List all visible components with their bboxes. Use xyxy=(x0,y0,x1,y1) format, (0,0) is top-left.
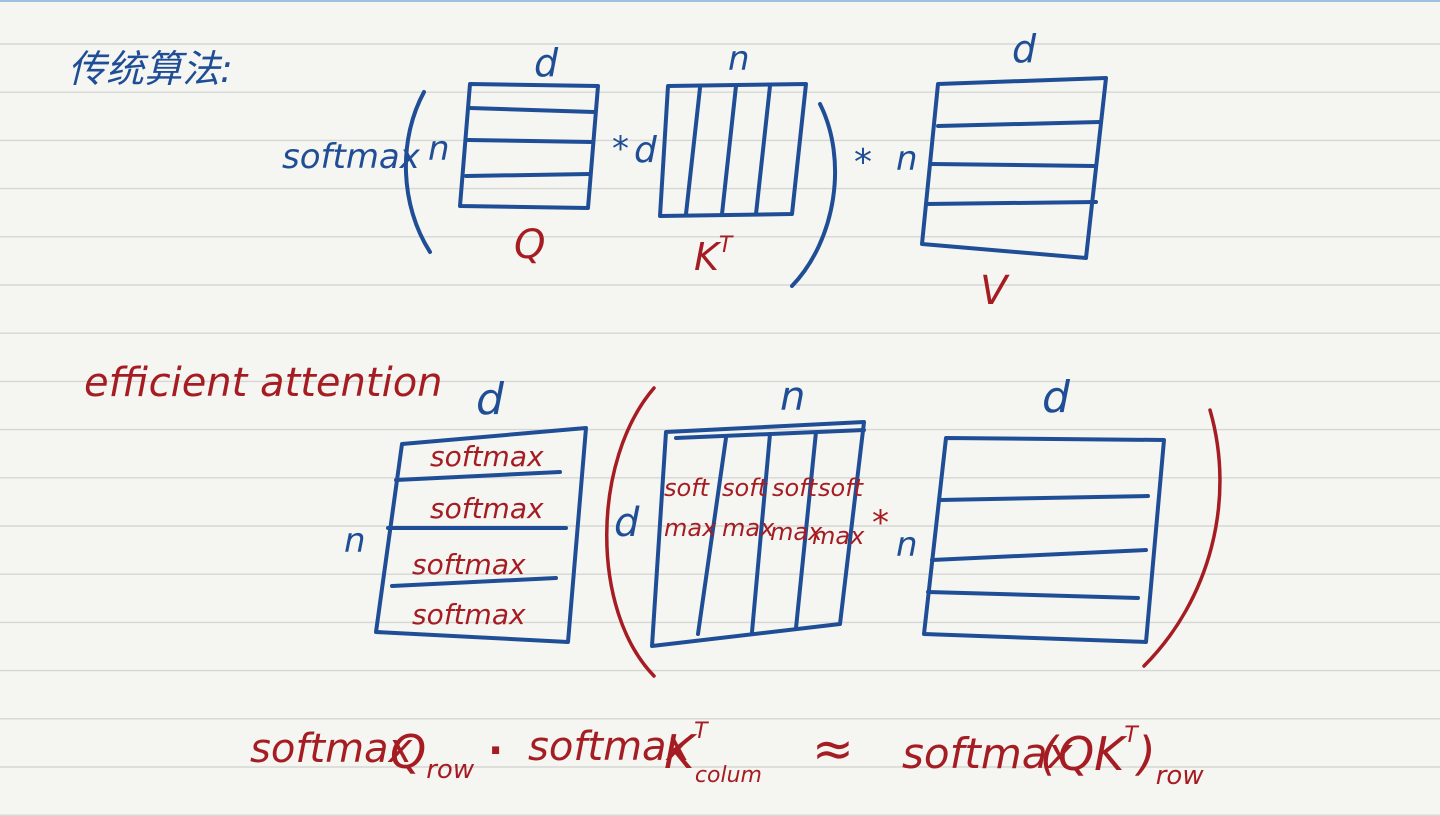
formula-softmax-2: softmax xyxy=(528,724,691,770)
kt-col-1-top: soft xyxy=(664,474,711,502)
formula-softmax-3: softmax xyxy=(902,729,1073,778)
formula-q: Qrow xyxy=(390,725,475,785)
efficient-q-row-4: softmax xyxy=(412,598,526,631)
traditional-v-dim-left: n xyxy=(896,139,918,179)
formula-softmax-1: softmax xyxy=(250,726,413,772)
traditional-heading: 传统算法: xyxy=(68,47,233,91)
traditional-q-dim-left: n xyxy=(428,129,450,169)
formula-approx: ≈ xyxy=(812,720,854,778)
efficient-q-dim-left: n xyxy=(344,521,366,561)
efficient-v-matrix xyxy=(922,436,1166,644)
kt-col-4-top: soft xyxy=(818,474,865,502)
kt-col-2-bottom: max xyxy=(722,514,775,542)
traditional-mul-1: * xyxy=(612,129,629,169)
kt-col-1-bottom: max xyxy=(664,514,717,542)
traditional-kt-dim-left: d xyxy=(634,130,658,171)
traditional-v-matrix xyxy=(920,76,1108,260)
traditional-kt-dim-top: n xyxy=(728,39,750,79)
traditional-v-dim-top: d xyxy=(1012,27,1037,71)
kt-col-4-bottom: max xyxy=(812,522,865,550)
traditional-mul-2: * xyxy=(854,142,872,183)
kt-col-3-bottom: max xyxy=(770,518,823,546)
kt-col-3-top: soft xyxy=(772,474,819,502)
traditional-q-label: Q xyxy=(514,222,545,268)
efficient-heading: efficient attention xyxy=(84,360,443,406)
efficient-close-paren xyxy=(1142,408,1222,668)
kt-col-2-top: soft xyxy=(722,474,769,502)
efficient-v-dim-left: n xyxy=(896,525,918,565)
formula-rhs-expr: (QKT)row xyxy=(1040,723,1204,791)
traditional-q-matrix xyxy=(458,82,600,210)
efficient-kt-dim-top: n xyxy=(780,374,805,420)
ruled-lines xyxy=(0,43,1440,816)
traditional-q-dim-top: d xyxy=(534,41,559,85)
efficient-kt-dim-left: d xyxy=(614,500,640,546)
efficient-q-row-1: softmax xyxy=(430,440,544,473)
efficient-kt-matrix xyxy=(650,420,866,648)
efficient-v-dim-top: d xyxy=(1042,372,1071,423)
close-paren xyxy=(790,102,837,288)
efficient-mul: * xyxy=(872,503,889,543)
efficient-q-row-2: softmax xyxy=(430,492,544,525)
traditional-kt-label: KT xyxy=(694,233,734,279)
efficient-q-matrix xyxy=(374,426,588,644)
efficient-kt-col-labels: soft max soft max soft max soft max xyxy=(664,474,865,550)
open-paren xyxy=(403,90,432,254)
efficient-q-dim-top: d xyxy=(476,374,505,425)
efficient-q-row-3: softmax xyxy=(412,548,526,581)
traditional-kt-matrix xyxy=(658,82,808,218)
traditional-v-label: V xyxy=(980,268,1010,314)
efficient-open-paren xyxy=(605,386,656,678)
formula-dot: · xyxy=(488,728,503,774)
traditional-softmax-label: softmax xyxy=(282,137,421,177)
